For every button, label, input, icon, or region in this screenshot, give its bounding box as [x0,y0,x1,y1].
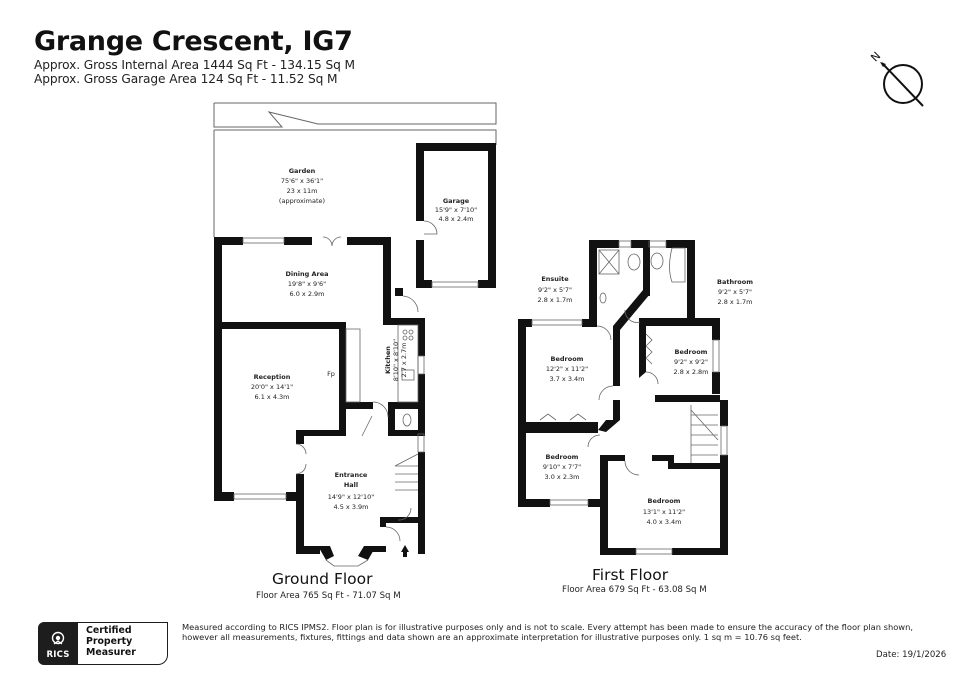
first-floor-walls [518,240,728,555]
entrance-arrow-icon [401,545,409,557]
room-bedroom-2: Bedroom 9'2" x 9'2" 2.8 x 2.8m [674,348,709,376]
svg-text:Bedroom: Bedroom [551,355,584,363]
svg-text:Dining Area: Dining Area [285,270,328,278]
room-kitchen: Kitchen 8'10" x 8'10" 2.7 x 2.7m [384,339,408,381]
disclaimer-line-2: however all measurements, fixtures, fitt… [182,632,802,642]
svg-text:Bathroom: Bathroom [717,278,753,286]
svg-text:9'10" x 7'7": 9'10" x 7'7" [543,463,581,471]
svg-text:Hall: Hall [344,481,358,489]
svg-text:Ensuite: Ensuite [541,275,569,283]
certified-measurer-text: Certified Property Measurer [78,622,168,665]
svg-text:19'8" x 9'6": 19'8" x 9'6" [288,280,326,288]
disclaimer: Measured according to RICS IPMS2. Floor … [182,622,962,642]
ground-floor-label: Ground Floor [272,570,373,588]
svg-text:13'1" x 11'2": 13'1" x 11'2" [643,508,685,516]
svg-text:8'10" x 8'10": 8'10" x 8'10" [392,339,400,381]
svg-text:Bedroom: Bedroom [675,348,708,356]
badge-line-1: Certified [86,625,132,636]
svg-text:6.0 x 2.9m: 6.0 x 2.9m [290,290,325,298]
svg-text:Entrance: Entrance [335,471,368,479]
svg-text:Garage: Garage [443,197,470,205]
svg-text:2.7 x 2.7m: 2.7 x 2.7m [400,343,408,378]
room-reception: Reception 20'0" x 14'1" 6.1 x 4.3m Fp [251,370,335,401]
svg-text:2.8 x 1.7m: 2.8 x 1.7m [718,298,753,306]
badge-line-3: Measurer [86,646,136,658]
badge-line-2: Property [86,635,133,647]
room-bedroom-4: Bedroom 13'1" x 11'2" 4.0 x 3.4m [643,497,685,526]
gross-garage-area: Approx. Gross Garage Area 124 Sq Ft - 11… [34,72,338,86]
svg-text:2.8 x 2.8m: 2.8 x 2.8m [674,368,709,376]
room-ensuite: Ensuite 9'2" x 5'7" 2.8 x 1.7m [538,275,573,304]
svg-text:Garden: Garden [289,167,316,175]
room-bedroom-3: Bedroom 9'10" x 7'7" 3.0 x 2.3m [543,453,581,481]
svg-text:(approximate): (approximate) [279,197,325,205]
svg-text:4.8 x 2.4m: 4.8 x 2.4m [439,215,474,223]
svg-text:Reception: Reception [254,373,291,381]
garden-outline [213,102,497,237]
room-dining-area: Dining Area 19'8" x 9'6" 6.0 x 2.9m [285,270,328,298]
gross-internal-area: Approx. Gross Internal Area 1444 Sq Ft -… [34,58,355,72]
svg-text:2.8 x 1.7m: 2.8 x 1.7m [538,296,573,304]
svg-text:9'2" x 9'2": 9'2" x 9'2" [674,358,708,366]
svg-text:Kitchen: Kitchen [384,346,392,374]
north-label: N [868,49,883,64]
svg-text:9'2" x 5'7": 9'2" x 5'7" [538,286,572,294]
first-floor-label: First Floor [592,566,669,584]
svg-text:4.5 x 3.9m: 4.5 x 3.9m [334,503,369,511]
fireplace-label: Fp [327,370,335,378]
svg-text:3.7 x 3.4m: 3.7 x 3.4m [550,375,585,383]
room-garden: Garden 75'6" x 36'1" 23 x 11m (approxima… [279,167,325,205]
svg-text:15'9" x 7'10": 15'9" x 7'10" [435,206,477,214]
svg-text:23 x 11m: 23 x 11m [287,187,318,195]
svg-text:12'2" x 11'2": 12'2" x 11'2" [546,365,588,373]
rics-certified-badge: RICS Certified Property Measurer [38,622,168,665]
ground-floor-windows [233,236,425,567]
svg-text:4.0 x 3.4m: 4.0 x 3.4m [647,518,682,526]
first-floor-fixtures [531,240,728,555]
ground-floor-walls [214,237,425,560]
svg-text:14'9" x 12'10": 14'9" x 12'10" [328,493,374,501]
svg-text:20'0" x 14'1": 20'0" x 14'1" [251,383,293,391]
room-bathroom: Bathroom 9'2" x 5'7" 2.8 x 1.7m [717,278,753,306]
svg-text:75'6" x 36'1": 75'6" x 36'1" [281,177,323,185]
page-title: Grange Crescent, IG7 [34,26,353,57]
room-bedroom-1: Bedroom 12'2" x 11'2" 3.7 x 3.4m [546,355,588,383]
rics-wordmark: RICS [46,650,70,660]
room-entrance-hall: Entrance Hall 14'9" x 12'10" 4.5 x 3.9m [328,471,374,511]
room-garage: Garage 15'9" x 7'10" 4.8 x 2.4m [435,197,477,223]
svg-text:Bedroom: Bedroom [546,453,579,461]
svg-text:3.0 x 2.3m: 3.0 x 2.3m [545,473,580,481]
garage-walls [416,143,496,288]
rics-logo: RICS [38,622,78,665]
plan-date: Date: 19/1/2026 [876,650,947,660]
rics-lion-icon [51,631,65,645]
svg-text:9'2" x 5'7": 9'2" x 5'7" [718,288,752,296]
disclaimer-line-1: Measured according to RICS IPMS2. Floor … [182,622,913,632]
north-compass-icon: N [868,49,924,107]
ground-floor-area: Floor Area 765 Sq Ft - 71.07 Sq M [256,591,401,601]
svg-text:Bedroom: Bedroom [648,497,681,505]
first-floor-area: Floor Area 679 Sq Ft - 63.08 Sq M [562,585,707,595]
svg-text:6.1 x 4.3m: 6.1 x 4.3m [255,393,290,401]
